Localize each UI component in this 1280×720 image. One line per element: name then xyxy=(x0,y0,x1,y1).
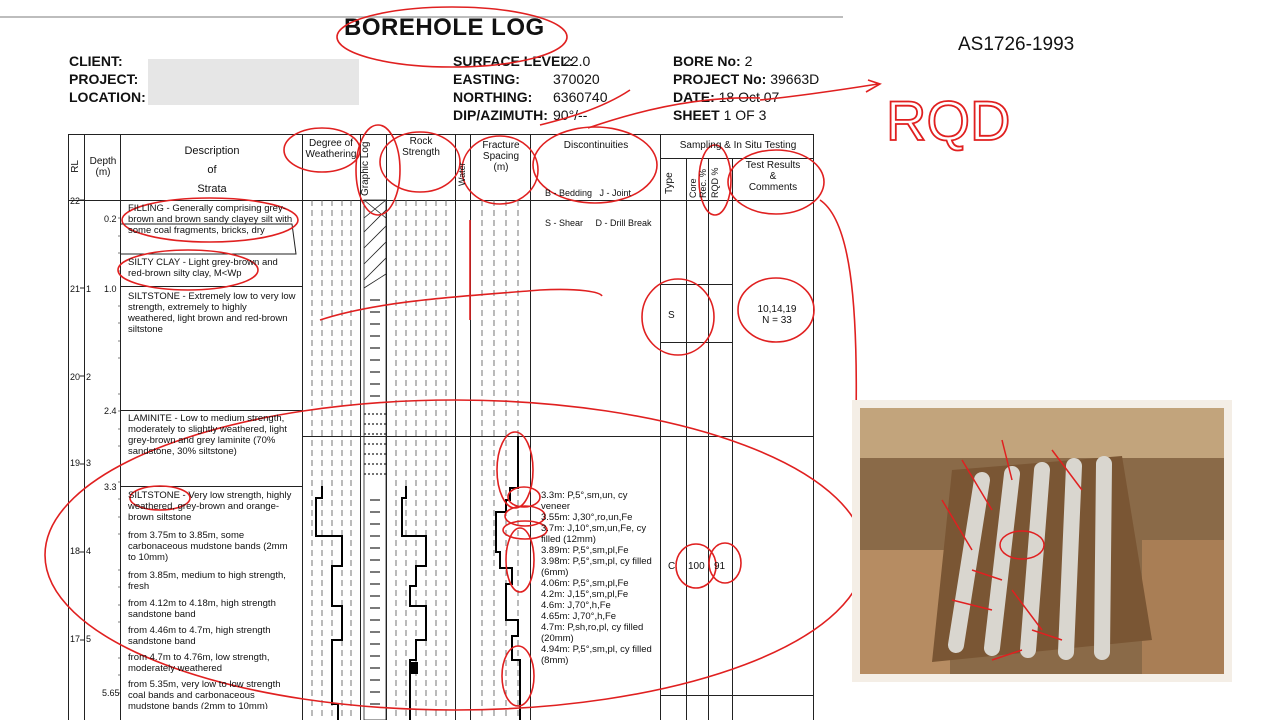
project-label: PROJECT: xyxy=(69,71,139,87)
strata-note-1: from 3.75m to 3.85m, some carbonaceous m… xyxy=(128,530,288,563)
sample-type-c: C xyxy=(668,561,676,572)
disc-legend-line-2: S - Shear D - Drill Break xyxy=(545,218,652,228)
depth-5-65: 5.65 xyxy=(102,688,120,698)
water-label: Water xyxy=(457,162,467,186)
core-recovery-value: 100 xyxy=(688,561,705,572)
easting-value: 370020 xyxy=(553,71,600,87)
strata-note-3: from 4.12m to 4.18m, high strength sands… xyxy=(128,598,276,620)
fracture-header: Fracture Spacing (m) xyxy=(482,140,520,173)
dip-label: DIP/AZIMUTH: xyxy=(453,107,548,123)
surface-level-value: 22.0 xyxy=(563,53,591,69)
project-no-label: PROJECT No: xyxy=(673,71,767,87)
northing-value: 6360740 xyxy=(553,89,608,105)
sample-type-s: S xyxy=(668,310,675,321)
top-rule xyxy=(0,16,843,18)
disc-item: 4.7m: P,sh,ro,pl, cy filled (20mm) xyxy=(541,622,644,644)
client-label: CLIENT: xyxy=(69,53,123,69)
rqd-value: 91 xyxy=(714,561,726,572)
disc-item: 4.2m: J,15°,sm,pl,Fe xyxy=(541,589,629,600)
depth-1-0: 1.0 xyxy=(104,284,117,294)
bore-label: BORE No: xyxy=(673,53,741,69)
disc-item: 3.89m: P,5°,sm,pl,Fe xyxy=(541,545,629,556)
location-label: LOCATION: xyxy=(69,89,146,105)
discontinuity-list: 3.3m: P,5°,sm,un, cy veneer 3.55m: J,30°… xyxy=(541,490,659,666)
rqd-label: RQD % xyxy=(710,167,720,198)
disc-item: 4.65m: J,70°,h,Fe xyxy=(541,611,617,622)
surface-level-label: SURFACE LEVEL: xyxy=(453,53,574,69)
redacted-box xyxy=(148,59,359,105)
rqd-annotation: RQD xyxy=(886,89,1010,152)
standard-label: AS1726-1993 xyxy=(958,34,1075,55)
graphic-header: Graphic Log xyxy=(361,140,385,198)
disc-legend: B - Bedding J - Joint S - Shear D - Dril… xyxy=(545,168,659,238)
discontinuities-header: Discontinuities xyxy=(563,140,629,151)
strata-silty-clay: SILTY CLAY - Light grey-brown and red-br… xyxy=(128,257,278,279)
depth-header: Depth (m) xyxy=(89,156,117,178)
core-box-photo xyxy=(852,400,1232,682)
disc-item: 3.55m: J,30°,ro,un,Fe xyxy=(541,512,633,523)
depth-tick-3: 3 xyxy=(86,458,92,468)
strength-header: Rock Strength xyxy=(402,136,440,158)
easting-label: EASTING: xyxy=(453,71,520,87)
depth-tick-5: 5 xyxy=(86,634,92,644)
rl-19: 19 xyxy=(70,458,81,468)
date-value: 18 Oct 07 xyxy=(718,89,780,105)
sheet-value: 1 OF 3 xyxy=(723,107,767,123)
sampling-header: Sampling & In Situ Testing xyxy=(679,140,797,151)
disc-item: 4.06m: P,5°,sm,pl,Fe xyxy=(541,578,629,589)
disc-item: 4.6m: J,70°,h,Fe xyxy=(541,600,611,611)
strata-note-5: from 4.7m to 4.76m, low strength, modera… xyxy=(128,652,270,674)
sample-test-result: 10,14,19 N = 33 xyxy=(757,304,797,326)
rqd-header: RQD % xyxy=(710,162,730,200)
mid-header-values: 22.0 370020 6360740 90°/-- xyxy=(553,52,608,124)
depth-tick-4: 4 xyxy=(86,546,92,556)
sheet-label: SHEET xyxy=(673,107,720,123)
bore-value: 2 xyxy=(744,53,753,69)
depth-0-2: 0.2 xyxy=(104,214,117,224)
disc-legend-line-1: B - Bedding J - Joint xyxy=(545,188,632,198)
rl-18: 18 xyxy=(70,546,81,556)
project-no-value: 39663D xyxy=(770,71,820,87)
strata-note-2: from 3.85m, medium to high strength, fre… xyxy=(128,570,286,592)
description-header: Description of Strata xyxy=(184,145,240,195)
mid-header-labels: SURFACE LEVEL: EASTING: NORTHING: DIP/AZ… xyxy=(453,52,574,124)
test-header: Test Results & Comments xyxy=(745,160,801,193)
core-header: Core Rec. % xyxy=(688,162,708,200)
rl-17: 17 xyxy=(70,634,81,644)
strata-laminite: LAMINITE - Low to medium strength, moder… xyxy=(128,413,287,457)
rl-20: 20 xyxy=(70,372,81,382)
disc-item: 3.98m: P,5°,sm,pl, cy filled (6mm) xyxy=(541,556,652,578)
disc-item: 4.94m: P,5°,sm,pl, cy filled (8mm) xyxy=(541,644,652,666)
depth-tick-1: 1 xyxy=(86,284,92,294)
weathering-header: Degree of Weathering xyxy=(305,138,357,160)
page-title: BOREHOLE LOG xyxy=(344,14,545,41)
graphic-label: Graphic Log xyxy=(361,141,371,196)
rl-header: RL xyxy=(70,160,81,176)
strata-note-6: from 5.35m, very low to low strength coa… xyxy=(128,679,281,709)
core-label: Core Rec. % xyxy=(688,168,708,198)
type-header: Type xyxy=(664,164,684,197)
disc-item: 3.3m: P,5°,sm,un, cy veneer xyxy=(541,490,628,512)
right-header: BORE No: 2 PROJECT No: 39663D DATE: 18 O… xyxy=(673,52,819,124)
strata-siltstone-1: SILTSTONE - Extremely low to very low st… xyxy=(128,291,296,335)
disc-item: 3.7m: J,10°,sm,un,Fe, cy filled (12mm) xyxy=(541,523,647,545)
water-header: Water xyxy=(457,146,470,188)
depth-3-3: 3.3 xyxy=(104,482,117,492)
depth-2-4: 2.4 xyxy=(104,406,117,416)
rl-21: 21 xyxy=(70,284,81,294)
strata-siltstone-2: SILTSTONE - Very low strength, highly we… xyxy=(128,490,292,523)
strata-filling: FILLING - Generally comprising grey-brow… xyxy=(128,203,293,236)
rl-label: RL xyxy=(70,160,81,173)
depth-tick-2: 2 xyxy=(86,372,92,382)
type-label: Type xyxy=(664,172,675,194)
rl-22: 22 xyxy=(70,196,81,206)
northing-label: NORTHING: xyxy=(453,89,533,105)
strata-note-4: from 4.46m to 4.7m, high strength sandst… xyxy=(128,625,271,647)
left-header: CLIENT: PROJECT: LOCATION: xyxy=(69,52,146,106)
